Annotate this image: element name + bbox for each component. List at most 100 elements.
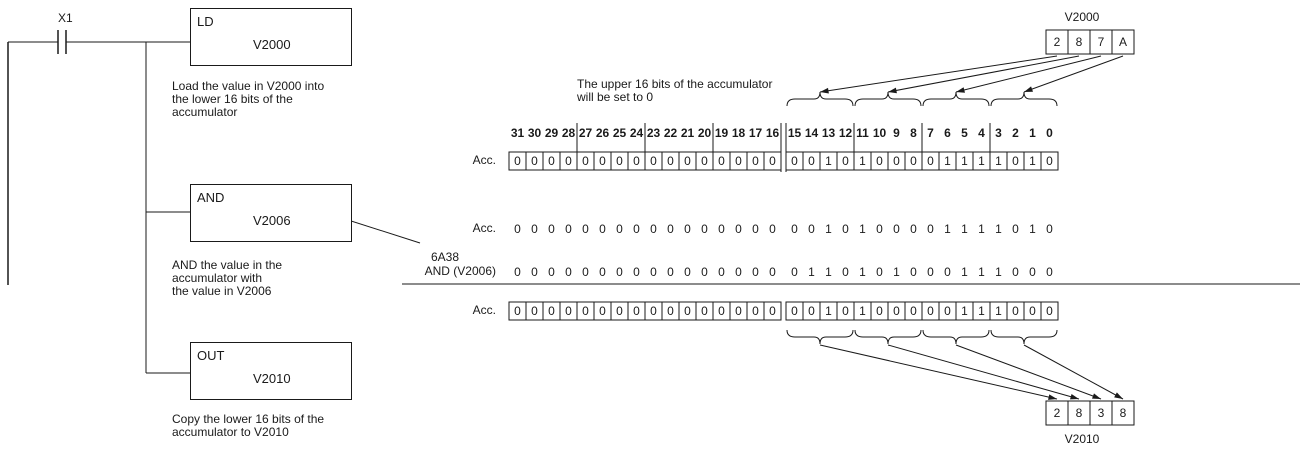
bit-value: 0 [548, 265, 555, 279]
result-nibble-arrow [955, 344, 1102, 400]
bit-header-11: 11 [856, 126, 869, 140]
bit-value: 0 [927, 265, 934, 279]
bit-value: 0 [650, 304, 657, 318]
source-digit-cell [1111, 29, 1135, 55]
result-digit: 3 [1097, 406, 1105, 420]
result-nibble-arrow [819, 344, 1058, 400]
bit-value: 0 [842, 222, 849, 236]
bit-value: 0 [616, 154, 623, 168]
bit-value: 0 [876, 154, 883, 168]
bit-value: 1 [825, 222, 832, 236]
bit-header-10: 10 [872, 126, 887, 140]
out-opcode: OUT [197, 348, 225, 363]
bit-header-0: 0 [1046, 126, 1053, 140]
bit-value: 0 [752, 222, 759, 236]
bit-value: 0 [735, 154, 742, 168]
bit-value: 0 [565, 265, 572, 279]
bit-value: 0 [876, 265, 883, 279]
bit-header-9: 9 [893, 126, 900, 140]
result-nibble-arrow-head [1048, 394, 1057, 400]
bit-value: 0 [791, 222, 798, 236]
bit-value: 0 [599, 154, 606, 168]
source-digit: 2 [1053, 35, 1061, 49]
and-instruction-box: AND V2006 [190, 184, 352, 242]
bit-value: 0 [582, 222, 589, 236]
bit-value: 0 [842, 154, 849, 168]
bit-value: 0 [791, 304, 798, 318]
result-digit: 8 [1075, 406, 1083, 420]
bit-value: 1 [1029, 154, 1036, 168]
bit-value: 0 [842, 265, 849, 279]
source-nibble-arrow-head [1024, 86, 1033, 92]
upper-bits-note: The upper 16 bits of the accumulator wil… [577, 77, 773, 104]
bit-header-15: 15 [787, 126, 802, 140]
bit-value: 0 [1046, 265, 1053, 279]
bit-value: 0 [718, 154, 725, 168]
bit-value: 1 [978, 265, 985, 279]
bit-header-23: 23 [646, 126, 661, 140]
bit-value: 0 [910, 222, 917, 236]
bit-value: 0 [548, 222, 555, 236]
top-nibble-brace [854, 91, 922, 107]
bit-value: 0 [927, 154, 934, 168]
bit-value: 0 [667, 222, 674, 236]
bit-value: 0 [514, 154, 521, 168]
source-digit: 8 [1075, 35, 1083, 49]
bit-value: 0 [752, 154, 759, 168]
result-digit-cell [1111, 400, 1135, 426]
bit-value: 0 [876, 304, 883, 318]
bit-header-1: 1 [1029, 126, 1036, 140]
bit-value: 0 [769, 222, 776, 236]
bit-header-3: 3 [995, 126, 1002, 140]
bit-value: 0 [599, 222, 606, 236]
bit-value: 1 [859, 304, 866, 318]
bit-value: 0 [910, 154, 917, 168]
bit-header-28: 28 [561, 126, 576, 140]
bit-header-8: 8 [910, 126, 917, 140]
bit-value: 0 [1046, 304, 1053, 318]
bottom-nibble-brace [854, 329, 922, 345]
contact-label: X1 [58, 11, 73, 25]
bit-value: 0 [514, 265, 521, 279]
bit-value: 0 [791, 154, 798, 168]
and-constant-label: 6A38 [430, 250, 460, 264]
bit-header-24: 24 [629, 126, 644, 140]
acc-row-label: Acc. [472, 221, 496, 235]
bit-value: 0 [701, 222, 708, 236]
bit-value: 0 [531, 304, 538, 318]
bit-value: 1 [859, 154, 866, 168]
acc-result-row-label: Acc. [472, 303, 496, 317]
bit-value: 0 [582, 304, 589, 318]
bit-value: 0 [791, 265, 798, 279]
bottom-nibble-brace [786, 329, 854, 345]
out-description: Copy the lower 16 bits of the accumulato… [172, 412, 325, 439]
bit-value: 0 [769, 265, 776, 279]
bit-value: 0 [633, 304, 640, 318]
result-nibble-arrow-head [1070, 393, 1079, 400]
bit-value: 0 [927, 304, 934, 318]
and-operand-row-label: AND (V2006) [424, 264, 496, 278]
source-nibble-arrow-head [820, 87, 829, 94]
bit-value: 0 [599, 265, 606, 279]
result-nibble-arrow-head [1092, 393, 1101, 399]
bit-value: 0 [718, 304, 725, 318]
bit-value: 1 [825, 154, 832, 168]
bit-value: 0 [684, 154, 691, 168]
top-nibble-brace [990, 91, 1058, 107]
bit-value: 1 [995, 222, 1002, 236]
bit-value: 0 [808, 304, 815, 318]
bit-header-12: 12 [838, 126, 853, 140]
bit-value: 0 [944, 304, 951, 318]
bit-header-5: 5 [961, 126, 968, 140]
bit-header-22: 22 [663, 126, 678, 140]
bit-value: 0 [548, 154, 555, 168]
ld-operand: V2000 [253, 37, 291, 52]
bit-header-13: 13 [821, 126, 836, 140]
bit-value: 1 [961, 304, 968, 318]
bit-value: 0 [1012, 222, 1019, 236]
bit-value: 0 [735, 222, 742, 236]
bit-header-18: 18 [731, 126, 746, 140]
top-nibble-brace [786, 91, 854, 107]
source-nibble-arrow [955, 55, 1102, 93]
